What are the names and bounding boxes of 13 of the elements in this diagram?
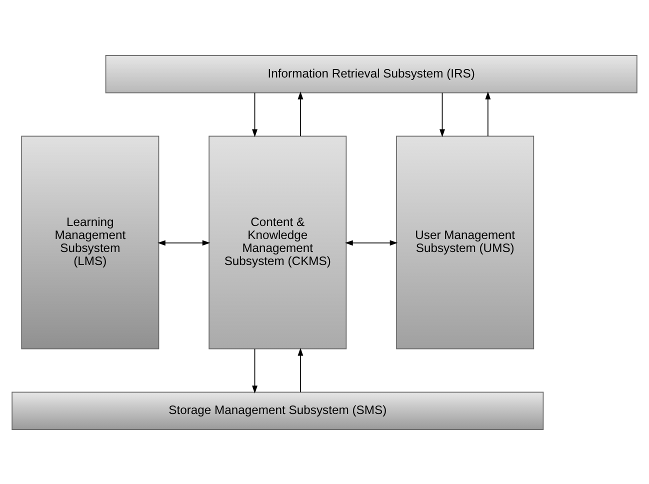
- node-box: Information Retrieval Subsystem (IRS): [105, 54, 638, 93]
- arrow: [440, 92, 445, 137]
- arrow: [485, 91, 491, 136]
- arrow: [252, 348, 258, 393]
- node-box: User Management Subsystem (UMS): [396, 135, 534, 349]
- arrow: [252, 92, 258, 137]
- node-box: Content & Knowledge Management Subsystem (CKMS): [208, 135, 347, 349]
- node-box: Learning Management Subsystem (LMS): [21, 135, 160, 349]
- arrow: [345, 240, 398, 246]
- node-box: Storage Management Subsystem (SMS): [12, 391, 544, 430]
- arrow: [158, 240, 210, 246]
- arrow: [298, 91, 304, 136]
- arrow: [298, 347, 304, 392]
